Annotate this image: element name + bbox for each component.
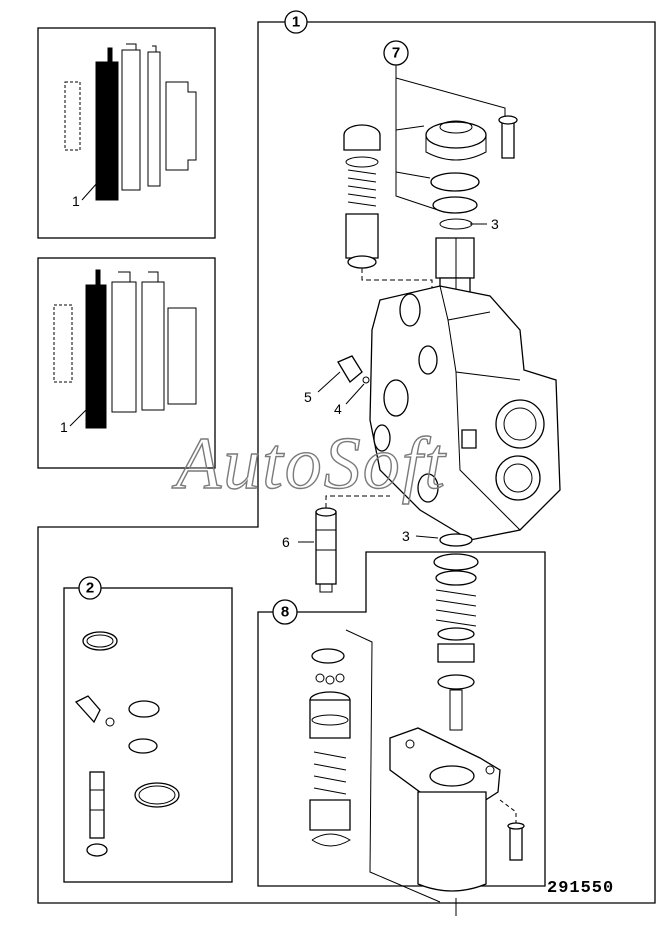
cartridge-6: 6	[282, 495, 390, 593]
callout-2: 2	[86, 580, 94, 597]
callout-3-bottom: 3	[402, 528, 410, 544]
callout-4: 4	[334, 401, 342, 417]
lower-spring-stack	[433, 553, 479, 731]
solenoid-coil	[389, 727, 525, 892]
callout-3-top: 3	[491, 216, 499, 232]
callout-circle-2	[78, 576, 102, 600]
callout-7: 7	[392, 45, 400, 62]
seal-kit-box-group-2: 2	[63, 576, 233, 883]
solenoid-box-group-8: 8	[257, 551, 546, 887]
callout-6: 6	[282, 534, 290, 550]
inset-middle-label: 1	[60, 419, 68, 435]
top-end-cap	[425, 115, 518, 214]
callout-5: 5	[304, 389, 312, 405]
callout-8: 8	[281, 604, 289, 621]
plug-and-oring-5-4: 5 4	[304, 355, 370, 417]
inset-seal-kit-middle: 1	[37, 257, 216, 469]
inset-top-label: 1	[72, 193, 80, 209]
inset-seal-kit-top: 1	[37, 27, 216, 239]
lower-oring-3: 3	[402, 528, 473, 547]
watermark: AutoSoft	[171, 423, 447, 505]
group-7-leaders: 7	[383, 40, 506, 213]
callout-circle-1	[284, 10, 308, 34]
relief-valve-stack	[343, 124, 433, 292]
callout-1: 1	[292, 14, 300, 31]
assembly-outline-group-1	[37, 21, 656, 904]
callout-circle-8	[272, 599, 298, 625]
valve-sub-stack-8	[309, 629, 457, 916]
part-number: 291550	[547, 879, 614, 898]
valve-body	[369, 285, 561, 541]
